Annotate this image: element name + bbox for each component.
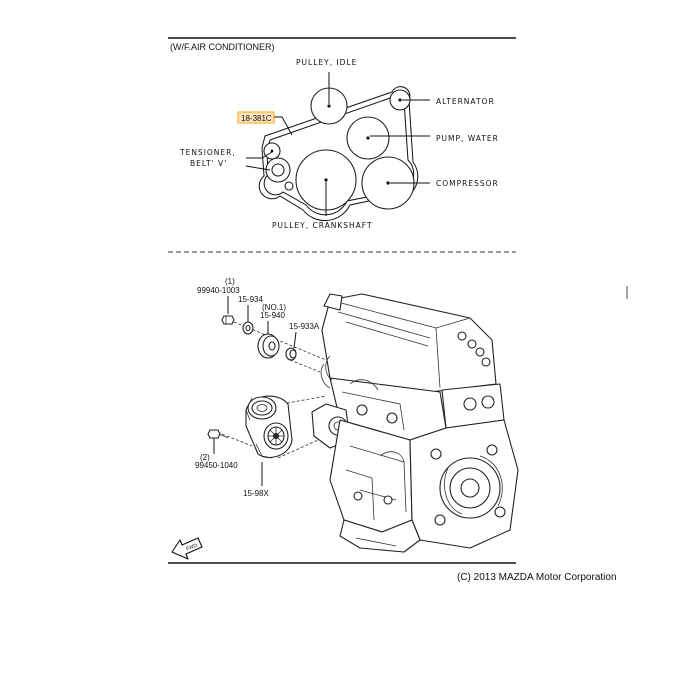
cap-15-933a <box>285 347 297 361</box>
part-15-940-note: (NO.1) <box>262 303 286 312</box>
assembly-line-4 <box>277 439 319 459</box>
label-alternator: ALTERNATOR <box>436 97 495 106</box>
leader-15-933a <box>293 331 297 349</box>
tensioner-leader-2 <box>245 165 271 171</box>
tensioner-pulley <box>265 157 291 183</box>
copyright-notice: (C) 2013 MAZDA Motor Corporation <box>457 572 617 583</box>
label-pulley-idle: PULLEY, IDLE <box>296 58 357 67</box>
alternator-pulley-center <box>398 98 402 102</box>
bolt-lower <box>207 429 229 439</box>
part-15-98x: 15-98X <box>243 489 269 498</box>
bolt-top <box>221 315 235 325</box>
bolt-lower-part-number: 99450-1040 <box>195 461 238 470</box>
part-15-933a: 15-933A <box>289 322 320 331</box>
exploded-view: (1) 99940-1003 15-934 (NO.1) 15-940 15-9… <box>171 277 519 560</box>
assembly-line-5 <box>281 395 327 405</box>
part-15-940: 15-940 <box>260 311 285 320</box>
label-tensioner-line1: TENSIONER, <box>179 148 236 157</box>
tensioner-assembly-15-98x <box>245 395 293 459</box>
tensioner-pulley-ring <box>271 163 285 177</box>
tensioner-pivot <box>284 181 294 191</box>
compressor-pulley-center <box>386 181 390 185</box>
part-15-934: 15-934 <box>238 295 263 304</box>
tensioner-leader <box>246 151 273 159</box>
front-direction-arrow: FWD <box>171 537 203 560</box>
label-compressor: COMPRESSOR <box>436 179 499 188</box>
assembly-line-3 <box>221 433 253 447</box>
section-title: (W/F.AIR CONDITIONER) <box>170 42 275 52</box>
bolt-top-part-number: 99940-1003 <box>197 286 240 295</box>
label-tensioner-line2: BELT' V' <box>190 159 227 168</box>
label-pulley-crankshaft: PULLEY, CRANKSHAFT <box>272 221 373 230</box>
drive-belt <box>258 86 419 222</box>
bolt-top-qty: (1) <box>225 277 235 286</box>
belt-routing-diagram: 18-381C PULLEY, IDLE ALTERNATOR PUMP, WA… <box>179 58 499 230</box>
idle-pulley-center <box>327 104 331 108</box>
label-pump-water: PUMP, WATER <box>436 134 499 143</box>
bolt-lower-qty: (2) <box>200 453 210 462</box>
highlight-leader <box>274 116 293 136</box>
idler-pulley-15-940 <box>257 333 280 359</box>
washer-15-934 <box>242 321 254 335</box>
crankshaft-pulley-center <box>324 178 328 182</box>
assembly-line-2 <box>289 359 321 373</box>
front-arrow-label: FWD <box>185 542 198 552</box>
tensioner-pulley-small-center <box>270 149 274 153</box>
highlight-part-label: 18-381C <box>241 114 272 123</box>
engine-block <box>311 293 519 553</box>
water-pump-pulley-center <box>366 136 370 140</box>
